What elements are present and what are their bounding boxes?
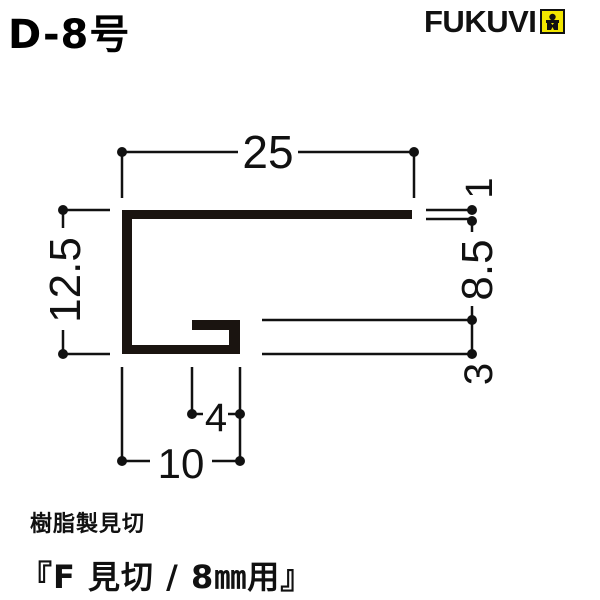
dim-width-top	[120, 150, 416, 198]
product-name: 『F 見切 / 8㎜用』	[20, 558, 314, 596]
profile-section	[122, 210, 412, 354]
brand-logo: FUKUVI	[424, 4, 566, 39]
brand-name: FUKUVI	[424, 4, 537, 39]
product-category: 樹脂製見切	[30, 512, 146, 537]
model-title: D-8号	[8, 12, 131, 58]
fukuvi-mascot-icon	[540, 9, 566, 34]
dim-gap-label: 8.5	[453, 239, 502, 300]
dim-thickness-label: 1	[459, 177, 501, 198]
dim-width-top-label: 25	[242, 126, 293, 178]
dim-height-left-label: 12.5	[41, 237, 90, 323]
dim-lip-length-label: 4	[205, 396, 227, 440]
dim-lip-height-label: 3	[457, 363, 501, 385]
dim-right-stack	[262, 208, 474, 356]
dim-bottom-width-label: 10	[158, 440, 205, 487]
